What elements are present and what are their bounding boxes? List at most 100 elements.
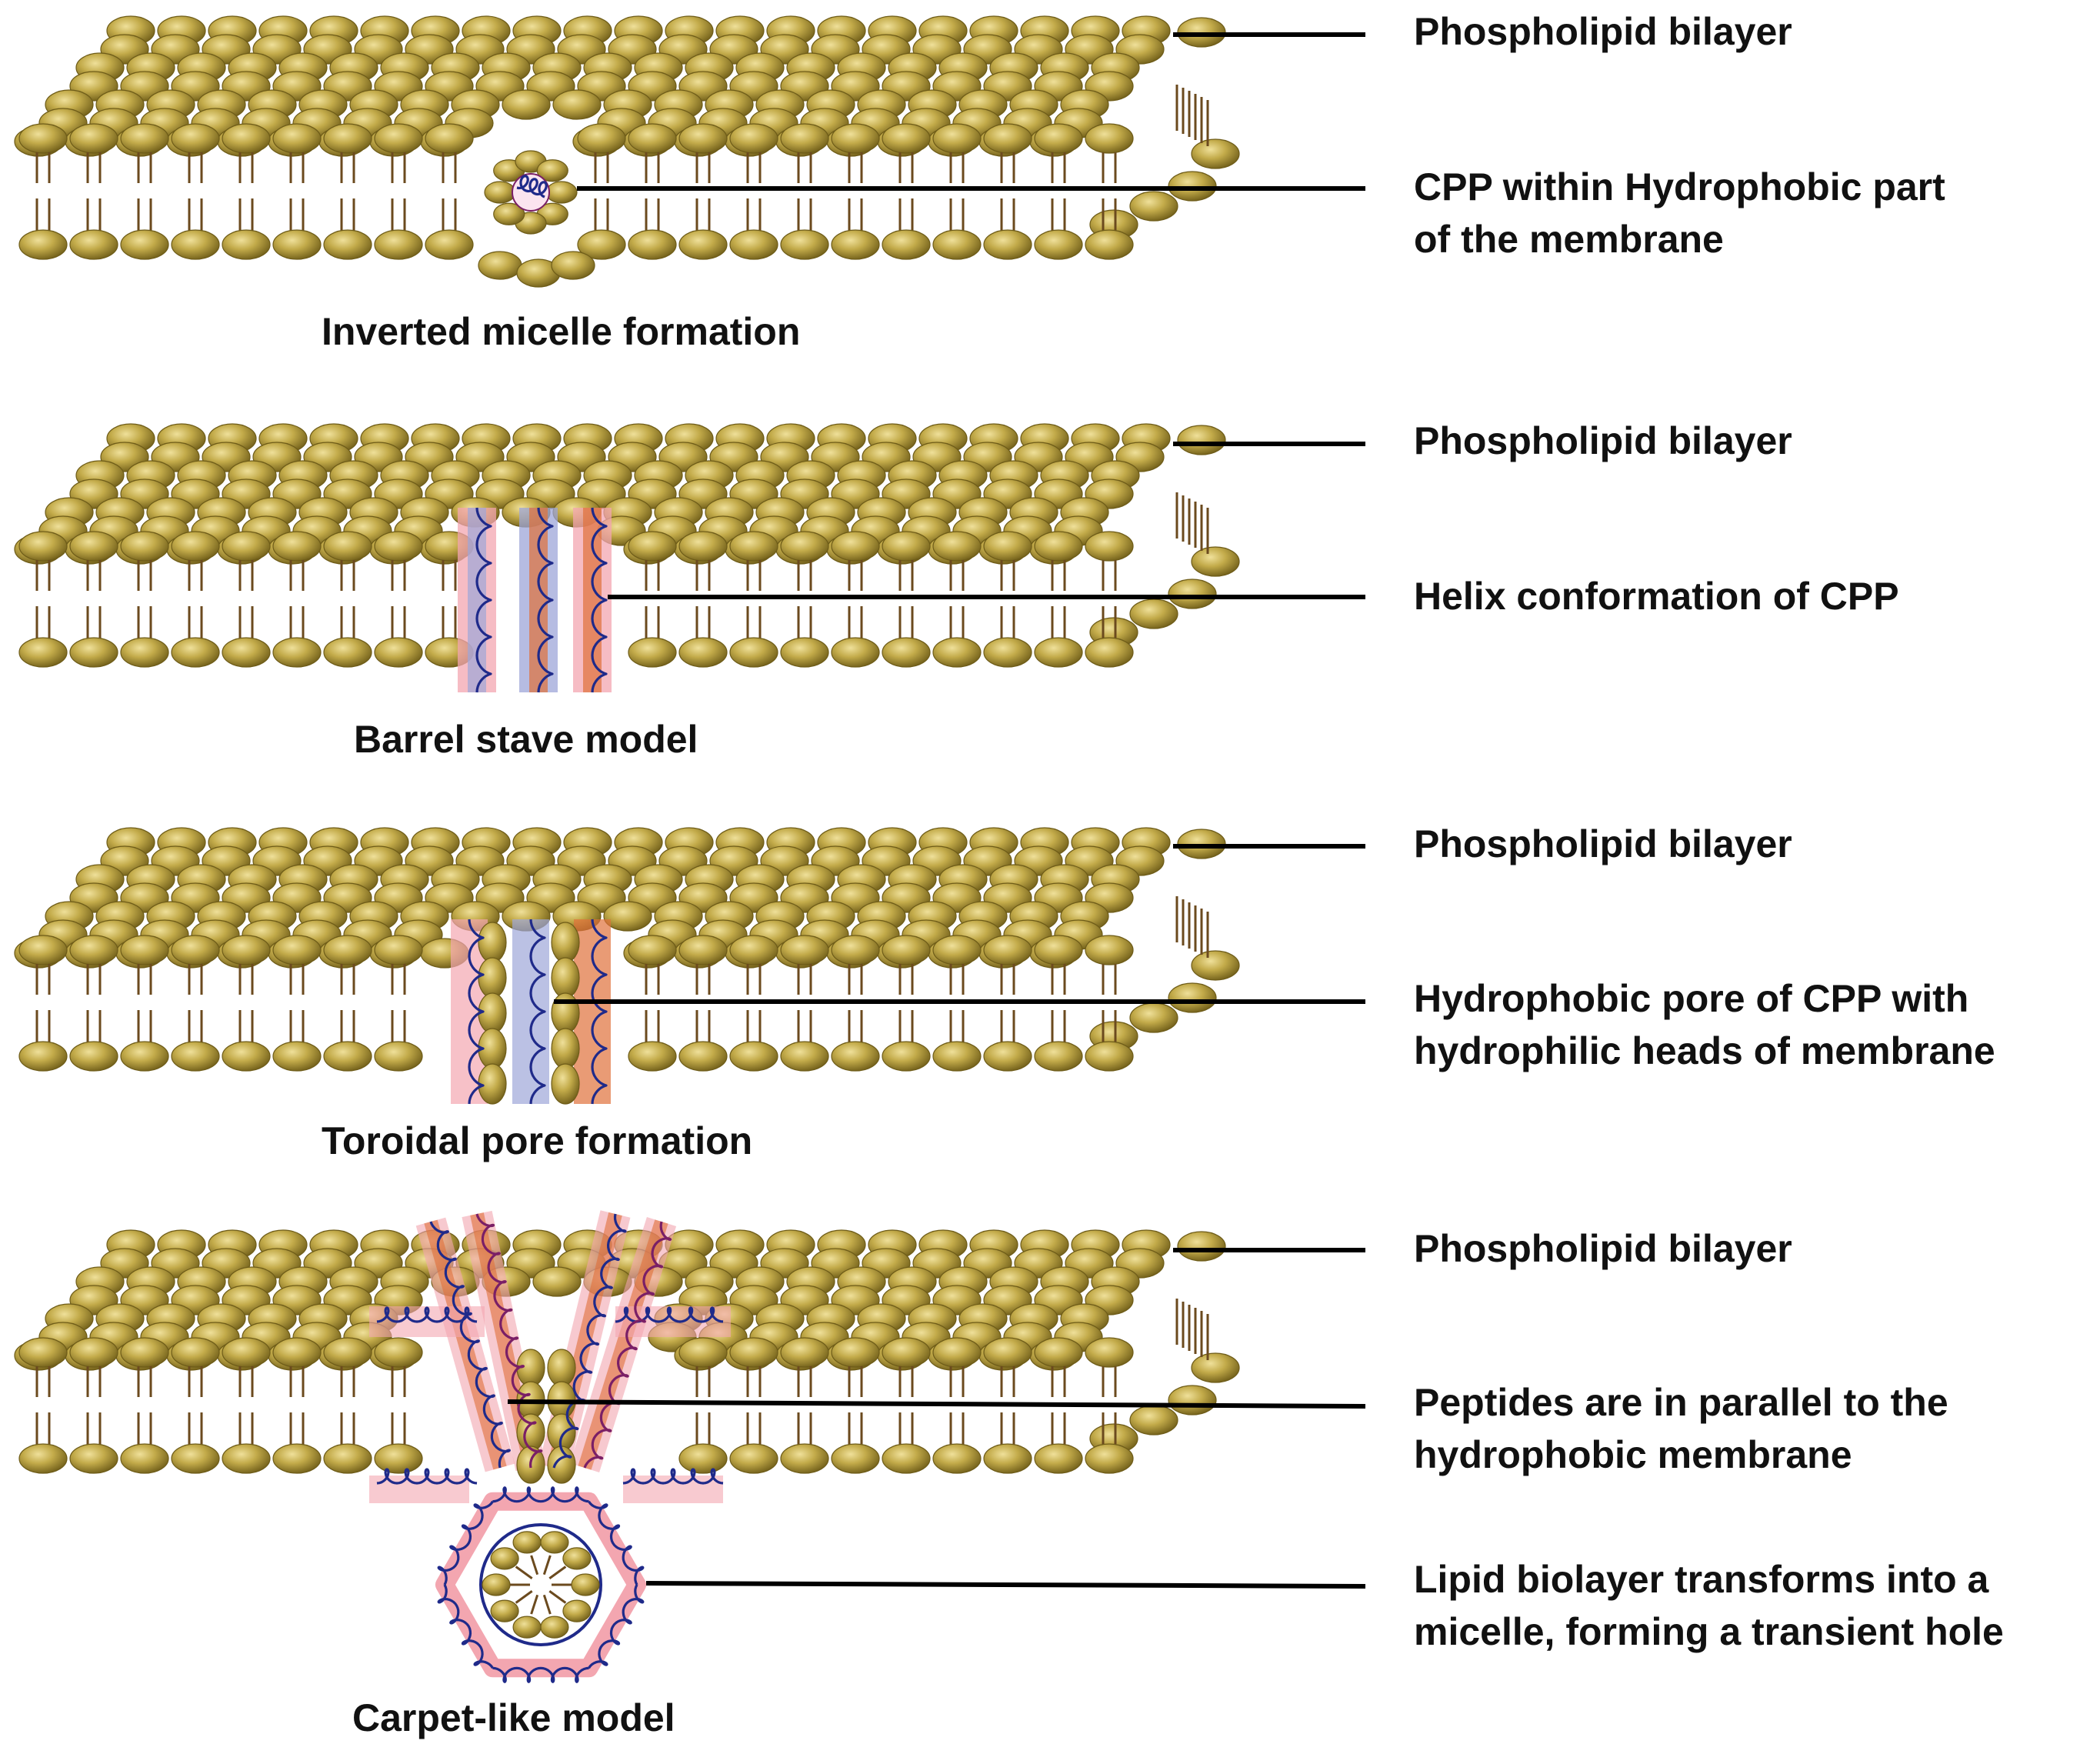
lipid-head [932, 123, 982, 154]
lipid-head [171, 935, 220, 965]
label-phospholipid-bilayer-1: Phospholipid bilayer [1414, 10, 1792, 53]
lipid-head [18, 1337, 68, 1368]
lipid-head [374, 229, 423, 260]
lipid-head [478, 251, 522, 280]
lipid-head [120, 1041, 169, 1072]
lipid-head [222, 123, 271, 154]
lipid-head [780, 229, 829, 260]
lipid-head [1191, 950, 1240, 981]
lipid-head [729, 1041, 778, 1072]
lipid-head [120, 123, 169, 154]
lipid-head [1129, 1002, 1178, 1033]
lipid-head [502, 89, 551, 120]
micelle-lipid-head [482, 1573, 511, 1596]
leader-line [645, 1581, 1366, 1589]
peptide-band-core [424, 1219, 507, 1470]
cpp-helix [492, 1486, 589, 1503]
lipid-head [69, 229, 118, 260]
lipid-head [171, 229, 220, 260]
lipid-head [678, 1337, 728, 1368]
lipid-head [532, 1266, 582, 1297]
lipid-head [1168, 982, 1217, 1013]
lipid-head [1085, 229, 1134, 260]
lipid-head [983, 531, 1032, 562]
lipid-head [18, 1041, 68, 1072]
lipid-head [882, 1443, 931, 1474]
lipid-head [882, 637, 931, 668]
lipid-head [1085, 935, 1134, 965]
lipid-head [552, 89, 602, 120]
label-peptides-parallel-line2: hydrophobic membrane [1414, 1433, 1852, 1476]
cpp-helix [588, 1500, 645, 1586]
lipid-head [425, 229, 474, 260]
lipid-head [1034, 1041, 1083, 1072]
lipid-head [628, 935, 677, 965]
lipid-head [1177, 425, 1226, 455]
micelle-lipid-head [512, 1531, 542, 1554]
lipid-head [374, 1041, 423, 1072]
lipid-head [1168, 1385, 1217, 1416]
micelle-lipid-head [562, 1547, 592, 1570]
lipid-head [831, 637, 880, 668]
lipid-head [983, 123, 1032, 154]
lipid-head [780, 531, 829, 562]
lipid-tail [548, 1566, 567, 1579]
lipid-head [171, 1337, 220, 1368]
lipid-head [678, 1443, 728, 1474]
lipid-head [932, 1443, 982, 1474]
lipid-head [323, 229, 372, 260]
cpp-helix [376, 1468, 478, 1485]
lipid-head [932, 1337, 982, 1368]
lipid-head [1168, 579, 1217, 609]
lipid-head [678, 531, 728, 562]
lipid-head [882, 229, 931, 260]
lipid-head [577, 123, 626, 154]
lipid-head [1034, 123, 1083, 154]
lipid-head [374, 935, 423, 965]
cpp-helix [437, 1584, 494, 1669]
lipid-head [1034, 935, 1083, 965]
micelle-lipid-head [536, 159, 568, 182]
peptide-stave-core [468, 508, 486, 692]
lipid-head [780, 123, 829, 154]
micelle-lipid-head [490, 1547, 519, 1570]
lipid-head [932, 229, 982, 260]
lipid-head [1085, 123, 1134, 154]
lipid-head [18, 123, 68, 154]
pore-lipid-head [551, 1028, 580, 1069]
lipid-head [1085, 1337, 1134, 1368]
lipid-head [120, 637, 169, 668]
label-cpp-hydrophobic-part-line1: CPP within Hydrophobic part [1414, 165, 1945, 208]
lipid-head [882, 123, 931, 154]
peptide-band [623, 1476, 723, 1503]
lipid-tail [542, 1555, 552, 1576]
lipid-head [1034, 1337, 1083, 1368]
lipid-head [374, 1443, 423, 1474]
pore-lipid-head [547, 1349, 576, 1387]
lipid-head [171, 637, 220, 668]
lipid-head [780, 1337, 829, 1368]
lipid-head [551, 251, 595, 280]
lipid-head [1191, 1352, 1240, 1383]
lipid-head [323, 935, 372, 965]
cpp-helix [591, 919, 608, 1105]
lipid-head [222, 935, 271, 965]
caption-barrel-stave: Barrel stave model [354, 718, 698, 761]
lipid-head [69, 1443, 118, 1474]
cpp-helix [475, 1213, 543, 1469]
lipid-head [1034, 229, 1083, 260]
lipid-head [69, 123, 118, 154]
pore-lipid-head [551, 992, 580, 1034]
micelle-lipid-head [571, 1573, 600, 1596]
lipid-head [323, 637, 372, 668]
lipid-head [222, 531, 271, 562]
lipid-head [780, 637, 829, 668]
panel-carpet-like [14, 1210, 1240, 1683]
lipid-head [628, 229, 677, 260]
micelle-lipid-head [484, 181, 516, 204]
lipid-head [983, 1041, 1032, 1072]
pore-lipid-head [551, 1063, 580, 1105]
cpp-helix [437, 1500, 494, 1586]
lipid-head [1191, 546, 1240, 577]
